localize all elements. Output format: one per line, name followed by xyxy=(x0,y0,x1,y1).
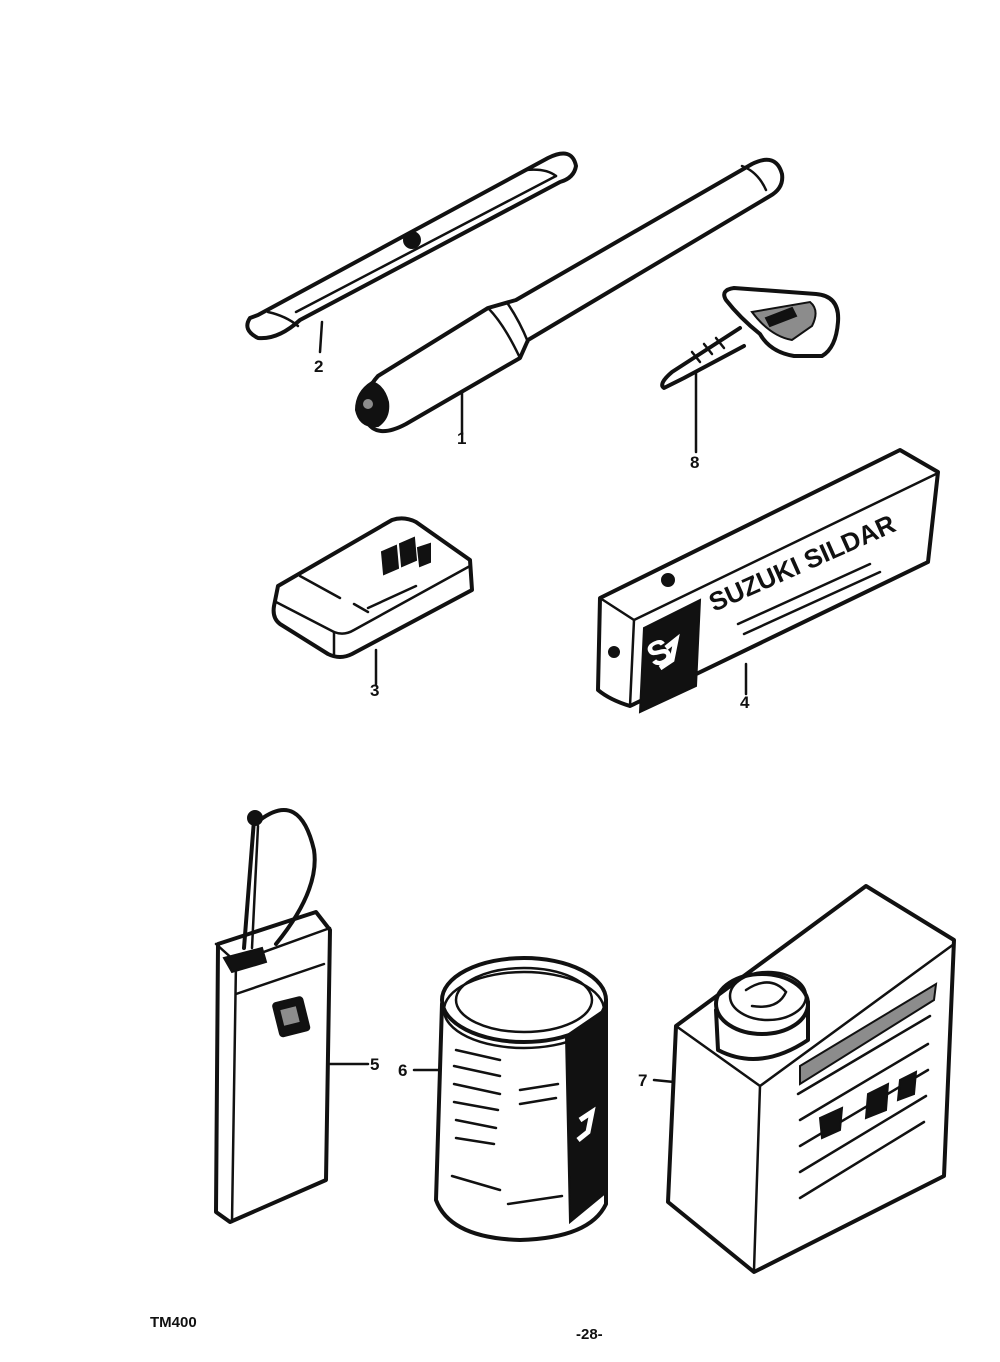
box-brand-title: SUZUKI SILDAR xyxy=(704,508,900,617)
oil-tin-drawing xyxy=(652,884,956,1274)
tire-pump-drawing xyxy=(354,157,785,436)
callout-7: 7 xyxy=(638,1071,647,1090)
callout-8: 8 xyxy=(690,453,699,472)
callout-2: 2 xyxy=(314,357,323,376)
tool-case-drawing xyxy=(271,516,474,686)
callout-5: 5 xyxy=(370,1055,379,1074)
callout-6: 6 xyxy=(398,1061,407,1080)
tire-lever-drawing xyxy=(245,151,578,354)
model-code: TM400 xyxy=(150,1314,197,1331)
pressure-gauge-drawing xyxy=(214,808,370,1224)
callout-3: 3 xyxy=(370,681,379,700)
sildar-box-drawing: S SUZUKI SILDAR xyxy=(596,448,940,714)
callout-1: 1 xyxy=(457,429,466,448)
sealant-can-drawing xyxy=(412,956,608,1242)
page-number: -28- xyxy=(576,1326,603,1343)
callout-4: 4 xyxy=(740,693,750,712)
ignition-key-drawing xyxy=(660,286,841,454)
